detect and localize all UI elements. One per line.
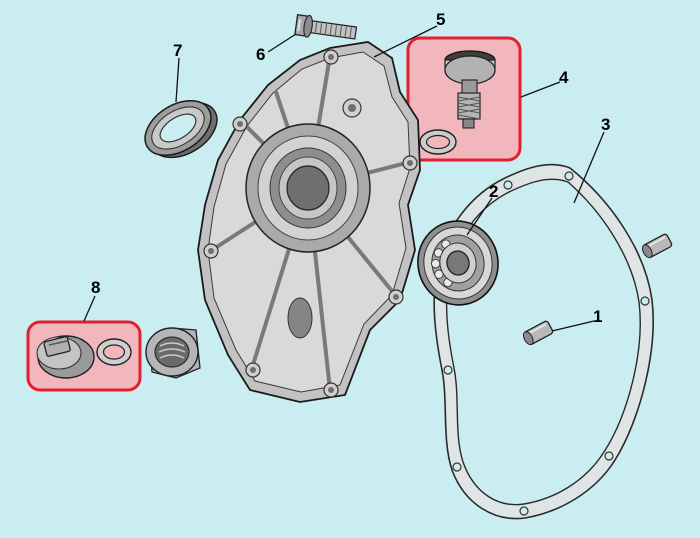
callout-2: 2 [489,182,499,201]
part-crankcase-cover [145,41,421,403]
leader-line-1 [551,320,595,332]
part-oil-drain-plug [36,335,132,379]
callout-4: 4 [559,68,569,87]
part-dowel-pin-lower [522,320,554,346]
callout-5: 5 [436,10,446,29]
leader-line-6 [267,33,297,53]
callout-7: 7 [173,41,183,60]
leader-line-7 [175,57,180,103]
part-oil-seal [144,99,218,159]
callout-1: 1 [593,307,603,326]
callout-8: 8 [91,278,101,297]
leader-lines [83,25,605,332]
leader-line-2 [466,197,493,236]
part-ball-bearing [417,220,499,306]
callout-3: 3 [601,115,611,134]
part-flange-bolt [294,14,358,40]
part-oil-dipstick [419,50,496,155]
part-dowel-pin-upper [641,233,673,259]
callout-6: 6 [256,45,266,64]
part-crankcase-gasket [433,163,654,520]
leader-line-4 [520,81,561,98]
leader-line-3 [573,131,605,204]
leader-line-8 [83,295,96,322]
leader-line-5 [373,25,438,58]
